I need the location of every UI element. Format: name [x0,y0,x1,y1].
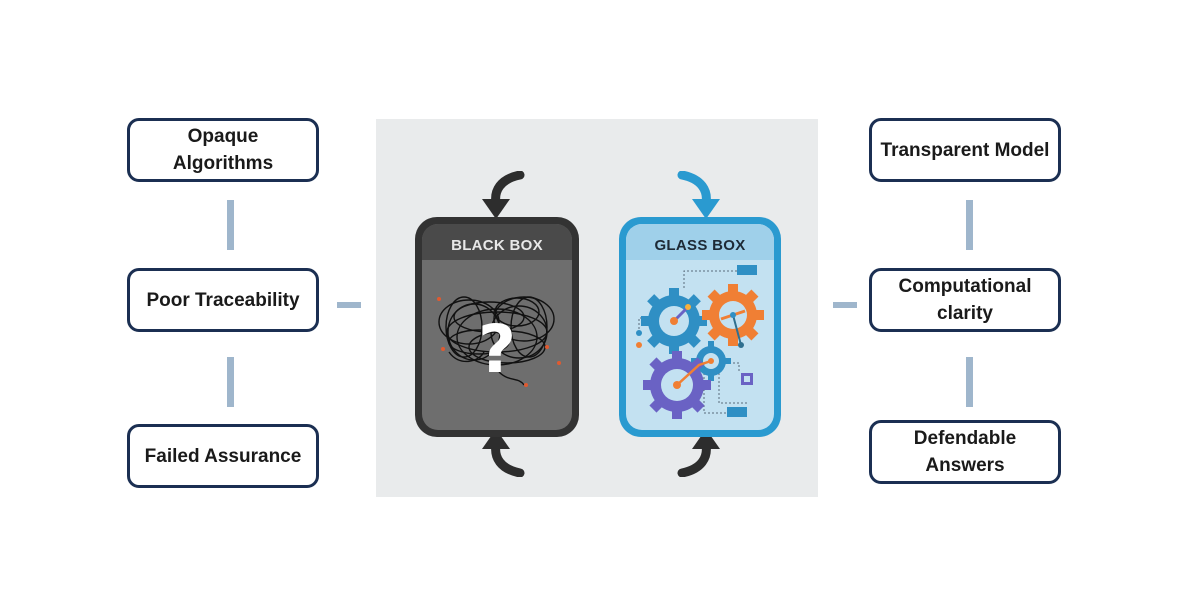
curved-arrow-down-icon [677,171,720,219]
black-box-title: BLACK BOX [451,236,543,254]
connector-horizontal-right [833,302,857,308]
node-failed-assurance: Failed Assurance [127,424,319,488]
node-computational-clarity: Computational clarity [869,268,1061,332]
node-opaque-algorithms: Opaque Algorithms [127,118,319,182]
curved-arrow-up-icon [677,429,720,477]
black-box-card: BLACK BOX ? [415,217,579,437]
node-label: Computational clarity [898,276,1032,324]
node-label: Failed Assurance [144,445,302,467]
node-label: Transparent Model [880,139,1050,161]
node-label: Defendable Answers [913,428,1017,476]
glass-box-title: GLASS BOX [654,236,746,254]
connector-horizontal-left [337,302,361,308]
connector-vertical [966,200,973,250]
node-label: Opaque Algorithms [172,126,274,174]
connector-vertical [227,357,234,407]
glass-box-card: GLASS BOX [619,217,781,437]
node-defendable-answers: Defendable Answers [869,420,1061,484]
curved-arrow-down-icon [482,171,525,219]
node-poor-traceability: Poor Traceability [127,268,319,332]
svg-text:?: ? [478,311,516,388]
connector-vertical [966,357,973,407]
gears-circuit-icon [636,265,764,419]
node-label: Poor Traceability [146,289,300,311]
node-transparent-model: Transparent Model [869,118,1061,182]
tangled-lines-question-icon: ? [437,296,561,388]
center-illustration-panel: BLACK BOX ? [376,119,818,497]
connector-vertical [227,200,234,250]
curved-arrow-up-icon [482,429,525,477]
